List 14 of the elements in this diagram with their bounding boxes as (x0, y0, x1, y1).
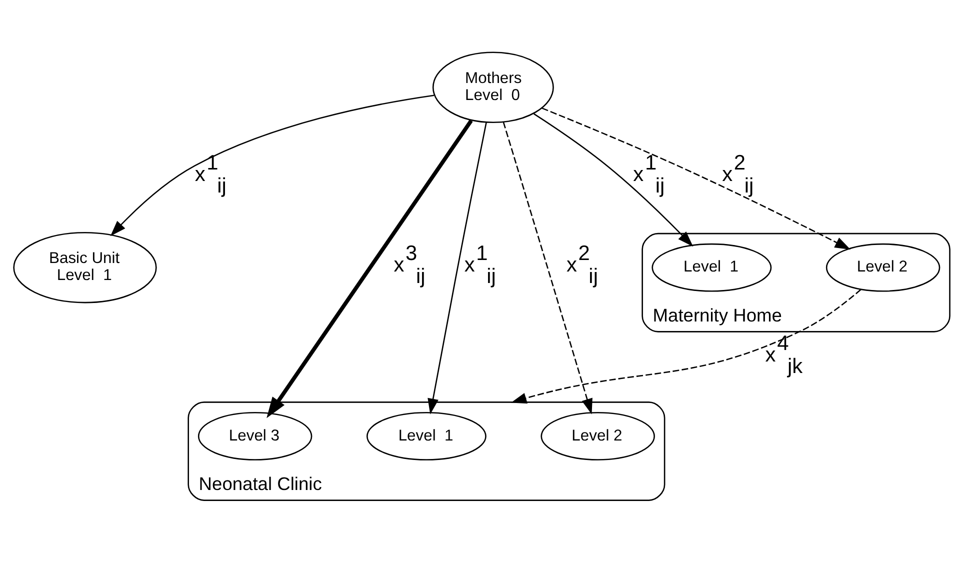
node-ellipse: Level 1 (366, 412, 486, 460)
arrow (542, 107, 851, 250)
arrow (534, 112, 694, 246)
arrow (266, 119, 473, 418)
node-ellipse: Level 3 (198, 412, 312, 460)
node-ellipse: Mothers Level 0 (432, 51, 554, 123)
arrow (502, 121, 592, 414)
arrow (428, 122, 487, 414)
node-ellipse: Level 1 (652, 242, 772, 292)
arrow (110, 94, 434, 236)
node-ellipse: Basic Unit Level 1 (13, 231, 157, 303)
node-ellipse: Level 2 (540, 412, 655, 460)
node-ellipse: Level 2 (826, 242, 940, 292)
arrow (510, 288, 862, 403)
